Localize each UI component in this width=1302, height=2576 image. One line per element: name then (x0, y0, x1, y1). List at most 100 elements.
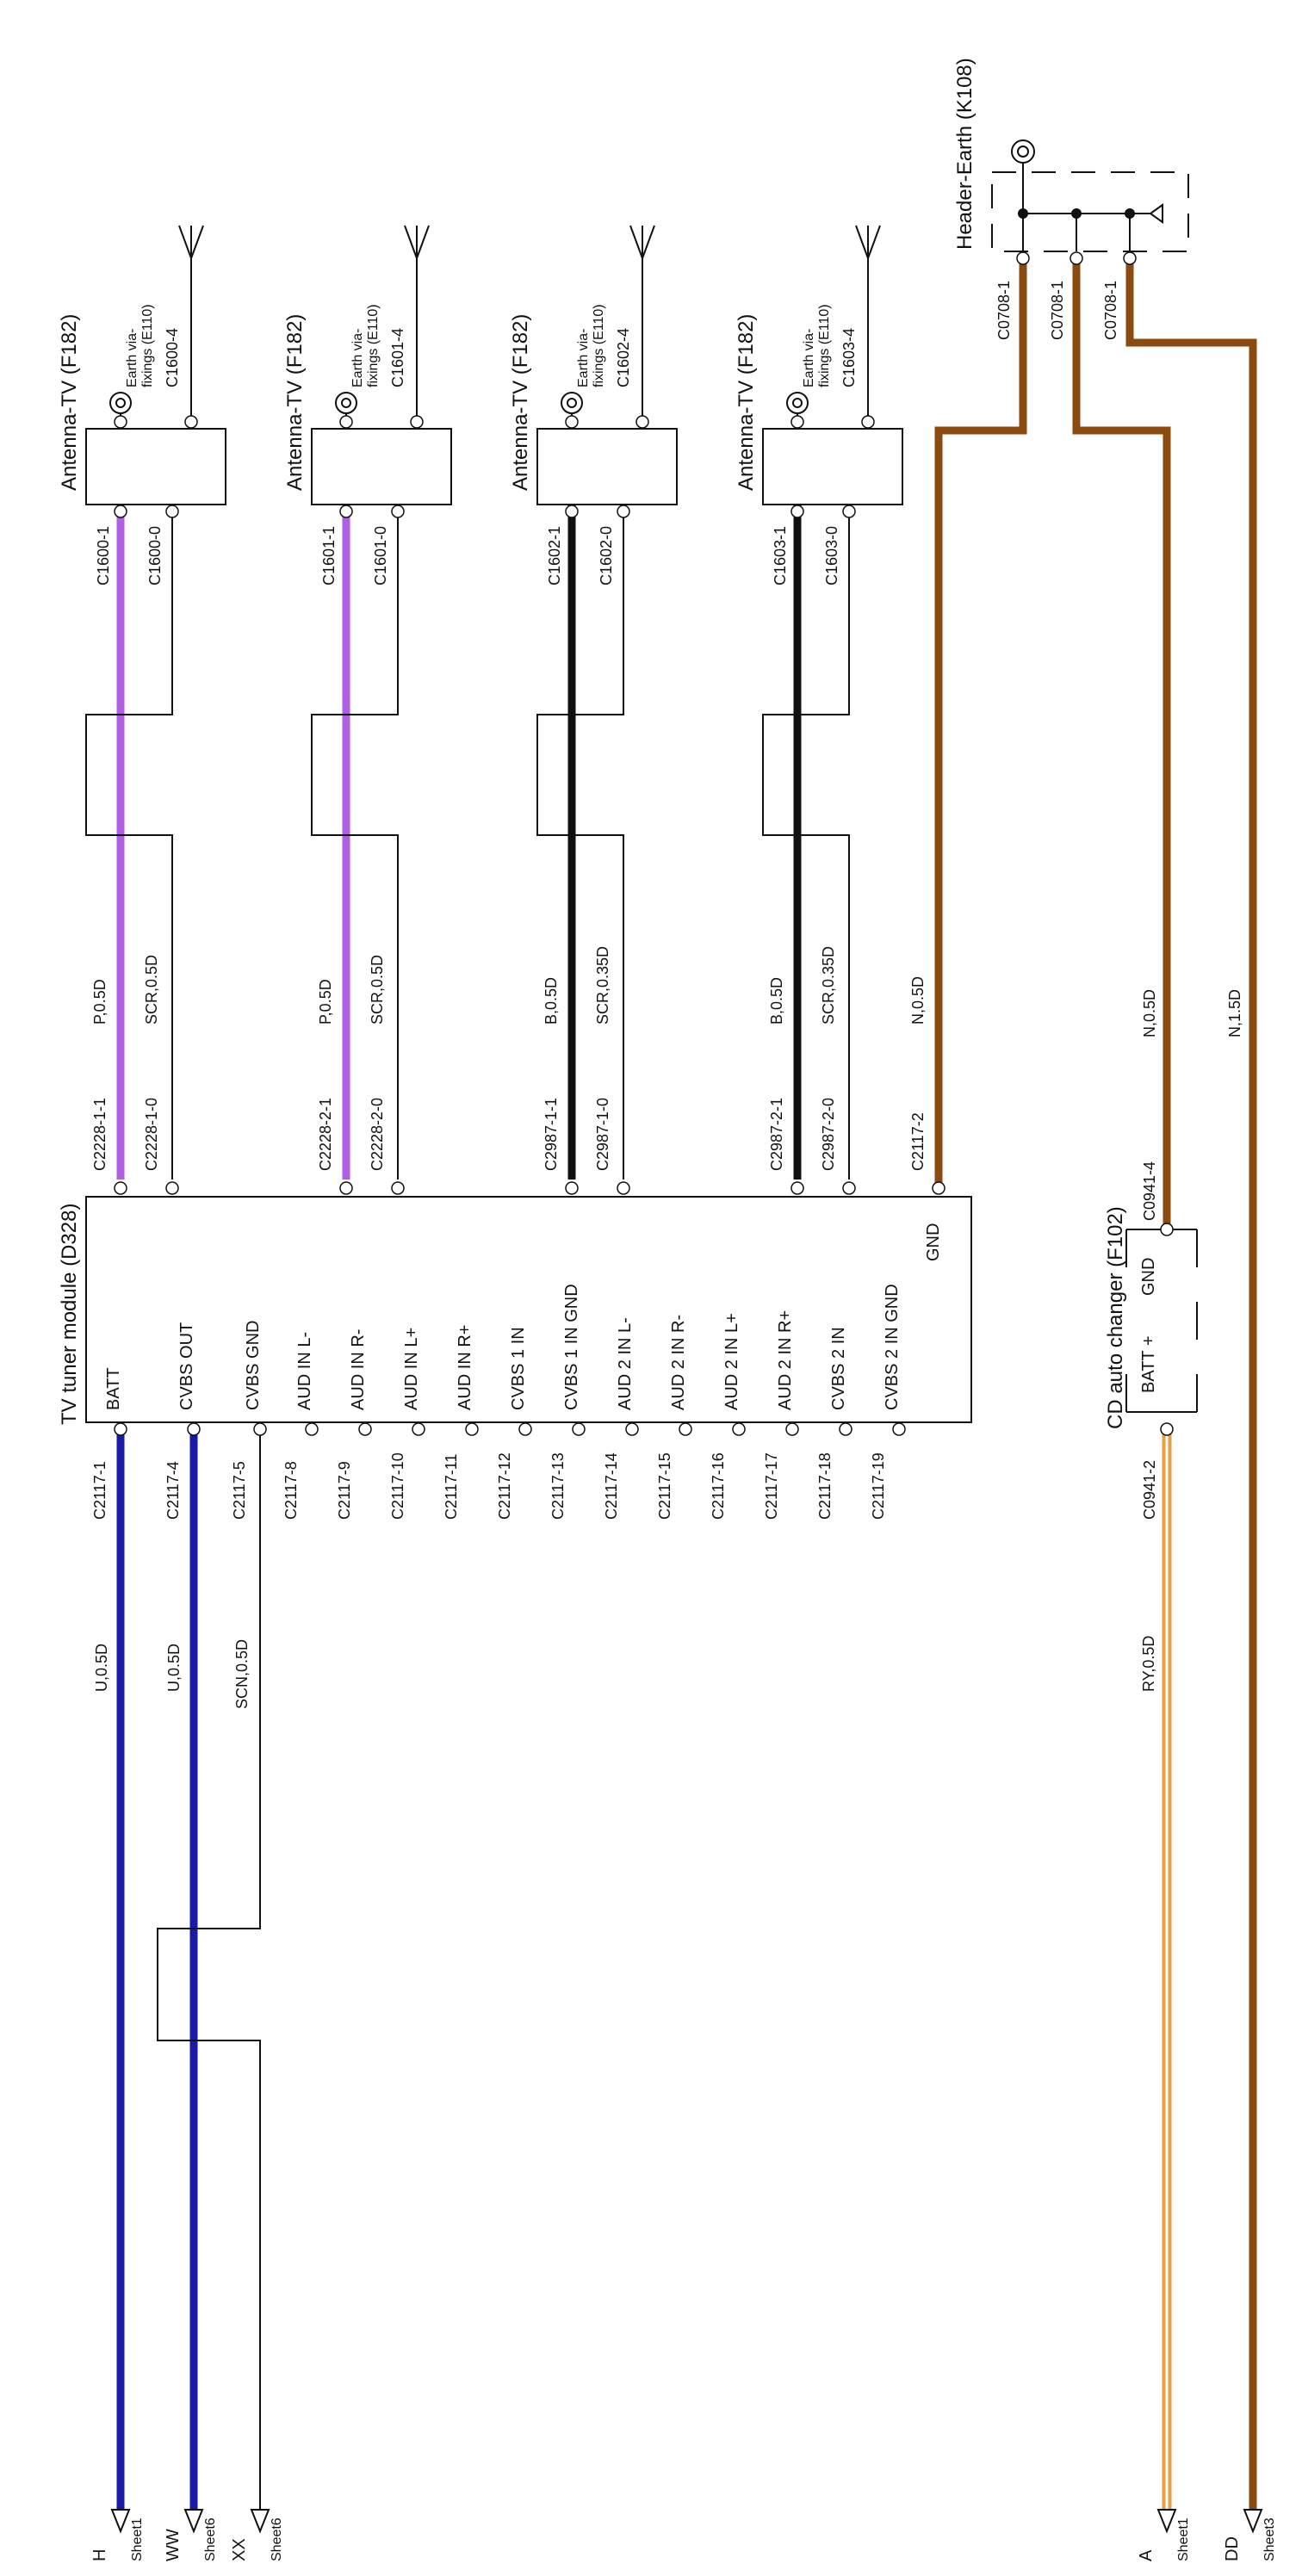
tuner-pin-name: CVBS GND (244, 1321, 263, 1410)
antenna-pin-0: C1603-0 (823, 526, 840, 585)
antenna-pin-1: C1603-1 (772, 526, 789, 585)
antenna-1: Antenna-TV (F182) Earth via-fixings (E110… (58, 225, 226, 585)
wire-spec-label: SCR,0.35D (820, 946, 837, 1025)
tuner-bottom-terminal (679, 1422, 692, 1436)
tuner-pin-connector: C2117-19 (870, 1452, 887, 1520)
offsheet-sheet: Sheet6 (203, 2517, 218, 2561)
offsheet-sheet: Sheet6 (270, 2517, 284, 2561)
offsheet-arrow-icon (250, 2509, 270, 2534)
tuner-bottom-terminal (572, 1422, 586, 1436)
tuner-bottom-terminal (732, 1422, 746, 1436)
tuner-pin-name: AUD IN L+ (402, 1328, 421, 1410)
offsheet-sheet: Sheet3 (1262, 2517, 1277, 2561)
antenna-signal-terminal (114, 505, 127, 518)
wire-label-scn: SCN,0.5D (233, 1639, 251, 1709)
wire-screen-2 (311, 491, 399, 1180)
tuner-top-terminal (932, 1181, 946, 1195)
tuner-pin-connector: C2117-5 (231, 1461, 248, 1520)
tuner-pin-connector: C2117-17 (763, 1452, 780, 1520)
offsheet-connector: DD Sheet3 (1223, 2509, 1277, 2561)
antenna-4-wires (762, 491, 850, 1180)
antenna-pin-0: C1600-0 (146, 526, 164, 585)
tuner-pin-connector: C2117-1 (91, 1461, 108, 1520)
offsheet-arrow-icon (1243, 2509, 1263, 2534)
antenna-earth-label: fixings (E110) (140, 304, 155, 387)
offsheet-letter: H (90, 2549, 109, 2561)
antenna-2-wires (311, 491, 399, 1180)
tuner-pin-name: CVBS 1 IN GND (562, 1284, 581, 1410)
antenna-box (536, 428, 678, 505)
cd-auto-changer: CD auto changer (F102) BATT + GND C0941-… (1104, 989, 1243, 1520)
wire-label-u2: U,0.5D (165, 1644, 183, 1692)
wire-brown-sheet3 (1125, 258, 1257, 2510)
antenna-box (762, 428, 903, 505)
antenna-box (311, 428, 452, 505)
wire-connector-label: C2228-1-1 (91, 1098, 108, 1171)
antenna-4: Antenna-TV (F182)Earth via-fixings (E110… (735, 225, 903, 585)
wire-spec-label: B,0.5D (542, 977, 560, 1025)
wire-connector-label: C2987-1-0 (594, 1098, 611, 1171)
wire-connector-label: C2987-2-1 (768, 1098, 785, 1171)
tuner-top-terminal (842, 1181, 856, 1195)
tuner-top-terminal (790, 1181, 804, 1195)
tuner-pin-connector: C2117-14 (603, 1452, 620, 1520)
tuner-pin-connector: C2117-15 (656, 1452, 673, 1520)
tuner-bottom-terminal (114, 1422, 127, 1436)
wire-brown-gnd-tuner (934, 258, 1027, 1188)
tuner-pin-connector: C2117-16 (710, 1452, 727, 1520)
antenna-1-wires (85, 491, 173, 1180)
tuner-pin-name: CVBS 2 IN (829, 1327, 848, 1410)
antenna-screen-terminal (165, 505, 179, 518)
antenna-earth-label: Earth via- (125, 329, 140, 387)
offsheet-sheet: Sheet1 (1176, 2517, 1191, 2561)
tuner-title: TV tuner module (D328) (58, 1204, 81, 1425)
tuner-top-terminal (565, 1181, 579, 1195)
offsheet-arrow-icon (183, 2509, 204, 2534)
antenna-pin-1: C1602-1 (546, 526, 563, 585)
tuner-pin-name: BATT (104, 1367, 123, 1410)
antenna-title: Antenna-TV (F182) (58, 314, 81, 491)
antenna-earth-label: fixings (E110) (366, 304, 381, 387)
antenna-earth-terminal (339, 415, 353, 429)
header-earth: Header-Earth (K108) C0708-1 C0708-1 C070… (953, 58, 1189, 340)
earth-stud-icon (109, 392, 132, 414)
antenna-pin-0: C1602-0 (598, 526, 615, 585)
tv-tuner-module: TV tuner module (D328) GND BATTC2117-1CV… (58, 1196, 972, 1520)
tuner-pin-connector: C2117-13 (549, 1452, 567, 1520)
antenna-3: Antenna-TV (F182)Earth via-fixings (E110… (509, 225, 678, 585)
antenna-ground-terminal (184, 415, 198, 429)
offsheet-letter: WW (164, 2529, 183, 2561)
antenna-pin-1: C1600-1 (95, 526, 112, 585)
antenna-earth-label: Earth via- (576, 329, 591, 387)
header-earth-pin-2: C0708-1 (1049, 281, 1066, 340)
wire-screen-3 (536, 491, 624, 1180)
wire-connector-label: C2228-2-1 (317, 1098, 334, 1171)
wire-spec-label: B,0.5D (768, 977, 785, 1025)
cd-changer-gnd-pin: C0941-4 (1141, 1161, 1158, 1221)
antenna-box (85, 428, 226, 505)
cd-changer-batt-label: BATT + (1139, 1335, 1158, 1393)
wire-spec-label: SCR,0.35D (594, 946, 611, 1025)
tuner-pin-name: AUD 2 IN L- (616, 1317, 635, 1410)
tuner-top-terminal (339, 1181, 353, 1195)
cd-changer-gnd-label: GND (1139, 1258, 1158, 1296)
earth-stud-icon (786, 392, 809, 414)
tuner-pin-connector: C2117-9 (336, 1461, 353, 1520)
antenna-signal-terminal (339, 505, 353, 518)
antenna-earth-label: Earth via- (802, 329, 816, 387)
offsheet-connector: WW Sheet6 (164, 2509, 218, 2561)
header-earth-stud-icon (1011, 139, 1035, 172)
wire-label-ry: RY,0.5D (1140, 1636, 1157, 1692)
offsheet-letter: XX (230, 2538, 249, 2561)
wire-screen-4 (762, 491, 850, 1180)
wire-scn (157, 1429, 261, 2510)
tuner-pin-name: AUD IN L- (295, 1332, 314, 1410)
tuner-pin-name: AUD IN R- (349, 1329, 368, 1410)
wire-connector-label: C2228-2-0 (369, 1098, 386, 1171)
offsheet-letter: DD (1223, 2536, 1242, 2561)
antenna-pin-1: C1601-1 (320, 526, 338, 585)
wire-brown-gnd-cd (1072, 258, 1171, 1227)
tuner-bottom-terminal (625, 1422, 639, 1436)
